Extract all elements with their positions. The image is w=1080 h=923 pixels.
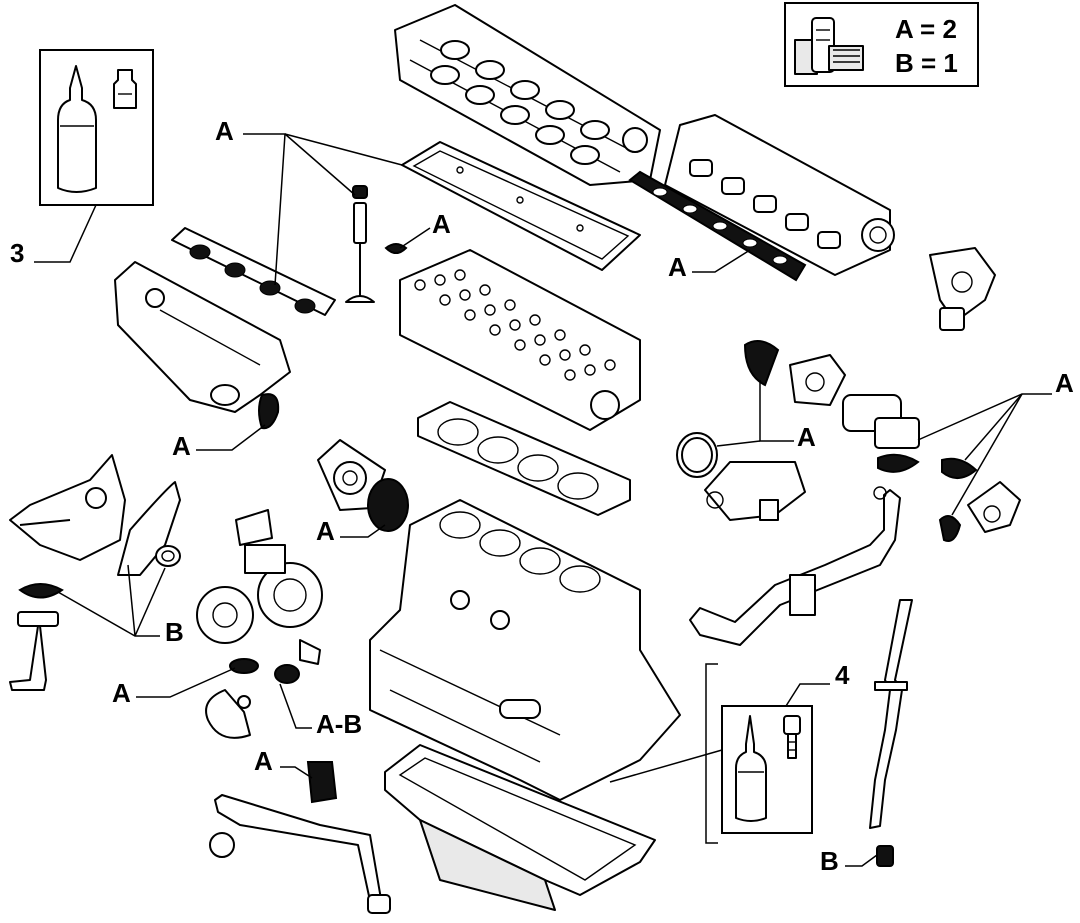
turbo-outlet-gasket bbox=[274, 664, 300, 684]
intake-manifold bbox=[664, 114, 895, 276]
leader-3 bbox=[34, 204, 97, 263]
legend-box: A = 2 B = 1 bbox=[784, 2, 979, 87]
turbo-inlet-gasket bbox=[229, 658, 259, 674]
dipstick-plug bbox=[876, 845, 894, 867]
egr-gasket-2 bbox=[941, 457, 978, 479]
callout-4: 4 bbox=[835, 660, 850, 690]
leader-a-valve-seal bbox=[399, 227, 431, 249]
crank-seal bbox=[155, 545, 181, 567]
egr-gasket-3 bbox=[938, 515, 962, 542]
cylinder-head bbox=[399, 249, 641, 431]
valve-cover-gasket bbox=[401, 141, 641, 271]
threadlocker-bottle-icon bbox=[735, 715, 801, 822]
egr-elbow bbox=[967, 481, 1021, 533]
callout-b-front-cover: B bbox=[165, 617, 184, 647]
callout-a-top-left: A bbox=[215, 116, 234, 146]
thermostat-housing bbox=[929, 247, 996, 331]
leader-a-water-pump bbox=[340, 524, 386, 538]
engine-block bbox=[369, 499, 681, 801]
callout-b-dipstick: B bbox=[820, 846, 839, 876]
leader-a-egr-3 bbox=[951, 393, 1023, 516]
leader-a-coolant-pipe bbox=[280, 766, 313, 779]
oil-pump-assembly bbox=[9, 454, 126, 561]
leader-a-coolant-1 bbox=[759, 380, 794, 442]
callout-a-intake-gasket: A bbox=[668, 252, 687, 282]
leader-a-exhaust bbox=[196, 424, 266, 451]
callout-a-coolant-pipe: A bbox=[254, 746, 273, 776]
oil-pickup bbox=[9, 611, 59, 691]
exhaust-manifold-gasket bbox=[171, 227, 336, 316]
legend-line-a: A = 2 bbox=[895, 14, 957, 44]
leader-a-top-left-3 bbox=[284, 133, 403, 166]
leader-a-oil-return bbox=[136, 667, 236, 698]
exhaust-outlet-gasket bbox=[258, 393, 280, 430]
leader-a-egr-2 bbox=[964, 393, 1023, 461]
sealant-kit-3 bbox=[39, 49, 154, 206]
oil-pickup-gasket bbox=[18, 583, 64, 599]
camshaft-carrier bbox=[394, 4, 661, 186]
water-pump-gasket bbox=[367, 478, 409, 532]
leader-b-front-cover-2 bbox=[127, 564, 136, 637]
callout-a-b: A-B bbox=[316, 709, 362, 739]
oil-pan bbox=[384, 744, 656, 911]
egr-cooler-pipe bbox=[689, 486, 901, 646]
callout-a-water-pump: A bbox=[316, 516, 335, 546]
leader-a-coolant-2 bbox=[716, 440, 761, 447]
leader-b-dipstick bbox=[845, 854, 878, 867]
coolant-flange bbox=[789, 354, 846, 406]
turbocharger bbox=[196, 509, 323, 665]
callout-a-oil-return: A bbox=[112, 678, 131, 708]
oil-return-pipe bbox=[205, 689, 251, 739]
valve-and-stem-seal bbox=[345, 185, 408, 303]
dipstick-tube bbox=[869, 599, 913, 829]
leader-4 bbox=[785, 683, 830, 707]
coolant-pipe bbox=[209, 794, 391, 914]
head-gasket bbox=[417, 401, 631, 516]
leader-kit4-to-engine bbox=[609, 749, 723, 783]
callout-a-coolant: A bbox=[797, 422, 816, 452]
intake-manifold-gasket bbox=[628, 170, 807, 282]
leader-a-top-left-2 bbox=[284, 133, 356, 196]
leader-a-intake-gasket bbox=[692, 249, 751, 273]
coolant-outlet-gasket-top bbox=[743, 340, 780, 387]
sealant-kit-4 bbox=[721, 705, 813, 834]
egr-valve bbox=[842, 394, 920, 449]
coolant-outlet-housing bbox=[704, 461, 806, 521]
kit4-bracket bbox=[705, 663, 718, 844]
egr-gasket-1 bbox=[877, 453, 920, 473]
coolant-pipe-gasket bbox=[306, 761, 338, 804]
callout-a-egr: A bbox=[1055, 368, 1074, 398]
exhaust-manifold bbox=[114, 261, 291, 413]
legend-line-b: B = 1 bbox=[895, 48, 958, 78]
callout-3: 3 bbox=[10, 238, 24, 268]
leader-a-egr-1 bbox=[917, 393, 1052, 441]
leader-b-front-cover-3 bbox=[134, 567, 166, 637]
sealant-bottle-icon bbox=[57, 65, 137, 193]
callout-a-valve-seal: A bbox=[432, 209, 451, 239]
leader-a-b bbox=[279, 683, 312, 729]
parts-kit-icon bbox=[794, 17, 864, 75]
callout-a-exhaust: A bbox=[172, 431, 191, 461]
